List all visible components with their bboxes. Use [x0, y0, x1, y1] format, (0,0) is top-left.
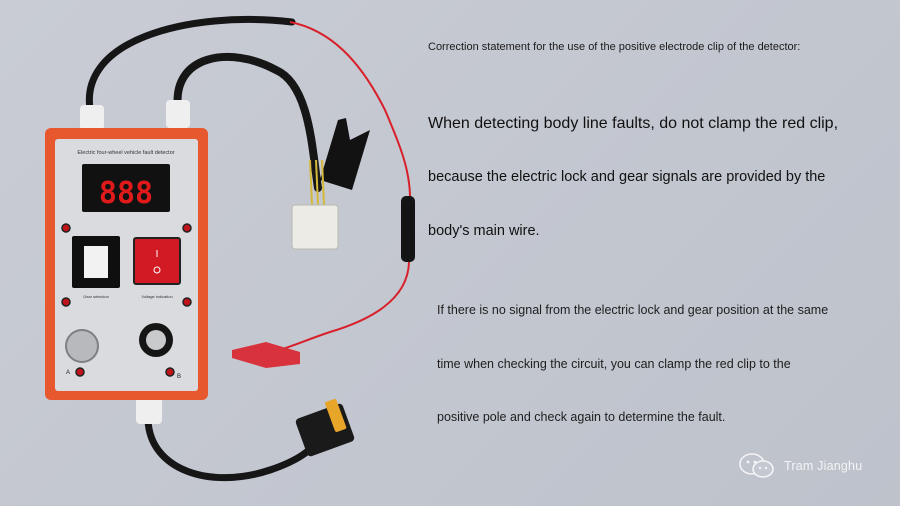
black-cable-right: [173, 53, 322, 192]
black-connector: [295, 403, 355, 457]
cable-gland-right: [166, 100, 190, 128]
cable-gland-left: [80, 105, 104, 130]
led-top-right: [182, 223, 192, 233]
red-clip: [232, 342, 300, 368]
led-bottom-left: [75, 367, 85, 377]
voltage-label: Voltage indication: [141, 294, 172, 299]
note-line-1: If there is no signal from the electric …: [437, 303, 829, 317]
instruction-line-3: body's main wire.: [428, 223, 540, 239]
black-clip: [320, 118, 370, 190]
note-line-3: positive pole and check again to determi…: [437, 410, 726, 424]
white-connector: [291, 204, 339, 250]
label-b: B: [177, 374, 181, 380]
cable-gland-bottom: [136, 396, 162, 424]
label-a: A: [66, 370, 70, 376]
device-title: Electric four-wheel vehicle fault detect…: [77, 150, 174, 156]
red-wire-lower: [264, 261, 410, 354]
display-digits: 888: [99, 176, 153, 211]
instruction-line-1: When detecting body line faults, do not …: [428, 115, 839, 132]
watermark-label: Tram Jianghu: [784, 459, 863, 473]
led-top-left: [61, 223, 71, 233]
red-wire: [289, 21, 411, 199]
instruction-line-2: because the electric lock and gear signa…: [428, 169, 826, 185]
bottom-cable: [144, 419, 323, 482]
note-line-2: time when checking the circuit, you can …: [437, 357, 791, 371]
led-mid-left: [61, 297, 71, 307]
led-mid-right: [182, 297, 192, 307]
watermark: Tram Jianghu: [738, 452, 862, 480]
fuse-holder: [401, 196, 415, 262]
led-bottom-right: [165, 367, 175, 377]
power-switch[interactable]: [133, 237, 181, 285]
knob-left[interactable]: [65, 329, 99, 363]
display: [82, 164, 170, 212]
gear-label: Gear selection: [83, 294, 109, 299]
correction-heading: Correction statement for the use of the …: [428, 41, 801, 53]
black-cable-left: [86, 16, 296, 122]
wechat-icon: [739, 453, 774, 478]
